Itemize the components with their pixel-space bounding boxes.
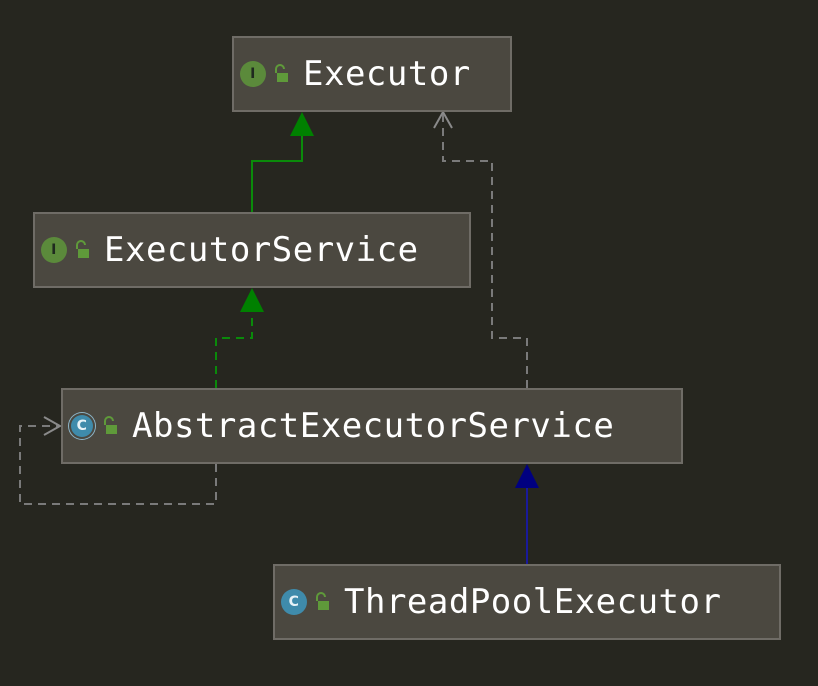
node-label: ExecutorService: [104, 230, 419, 270]
node-abstractexecutorservice[interactable]: C AbstractExecutorService: [61, 388, 683, 464]
unlocked-padlock-icon: [76, 240, 89, 258]
class-icon: C: [281, 589, 307, 615]
edge-abstractexecutorservice-depends-executor: [433, 109, 528, 388]
node-executor[interactable]: I Executor: [232, 36, 512, 112]
unlocked-padlock-icon: [275, 64, 288, 82]
edge-abstractexecutorservice-implements-executorservice: [215, 288, 264, 388]
node-label: AbstractExecutorService: [132, 406, 615, 446]
node-executorservice[interactable]: I ExecutorService: [33, 212, 471, 288]
edge-abstractexecutorservice-self-dependency: [19, 416, 217, 505]
edge-threadpoolexecutor-extends-abstractexecutorservice: [515, 464, 539, 564]
node-label: Executor: [303, 54, 471, 94]
node-threadpoolexecutor[interactable]: C ThreadPoolExecutor: [273, 564, 781, 640]
open-arrowhead: [433, 109, 453, 129]
unlocked-padlock-icon: [104, 416, 117, 434]
inheritance-arrowhead: [290, 112, 314, 136]
unlocked-padlock-icon: [316, 592, 329, 610]
inheritance-arrowhead: [515, 464, 539, 488]
interface-icon: I: [41, 237, 67, 263]
node-label: ThreadPoolExecutor: [344, 582, 722, 622]
open-arrowhead: [43, 416, 63, 436]
edge-executorservice-extends-executor: [251, 112, 314, 212]
abstract-class-icon: C: [69, 413, 95, 439]
inheritance-arrowhead: [240, 288, 264, 312]
interface-icon: I: [240, 61, 266, 87]
